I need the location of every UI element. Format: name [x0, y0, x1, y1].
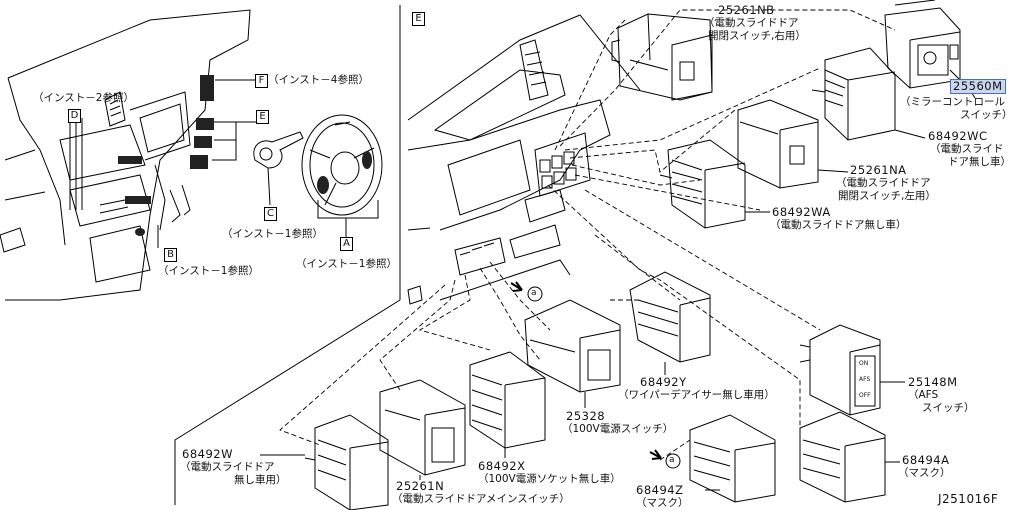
mask-68492WC [811, 47, 926, 141]
ref-text-A: （インスト－1参照） [296, 258, 397, 270]
part-25560M-number[interactable]: 25560M [950, 79, 1006, 94]
part-68492X-desc1: （100V電源ソケット無し車） [478, 473, 621, 485]
callout-a-circle-1 [527, 286, 543, 302]
switch-25261N [379, 379, 466, 480]
mask-68492WA [659, 139, 770, 229]
part-68492WC-desc2: ドア無し車） [948, 156, 1011, 168]
part-25148M-desc1: （AFS [908, 389, 939, 401]
part-68492W-desc2: 無し車用） [234, 474, 287, 486]
part-68492Y-number: 68492Y [640, 375, 687, 389]
part-68492WA-desc1: （電動スライドドア無し車） [770, 219, 907, 231]
part-68494A-desc1: （マスク） [898, 467, 951, 479]
callout-a-2: a [669, 455, 675, 465]
part-68492Y-desc1: （ワイパーデアイサー無し車用） [618, 389, 775, 401]
switch-25261NA [737, 99, 849, 189]
part-68492W-number: 68492W [182, 447, 233, 461]
callout-a-circle-2 [665, 453, 681, 469]
part-25261NB-desc2: 開閉スイッチ,右用） [708, 30, 806, 42]
mask-68494Z [689, 414, 776, 503]
ref-text-F: （インスト－4参照） [268, 74, 369, 86]
switch-25261NB [611, 13, 713, 101]
diagram-code: J251016F [938, 492, 999, 506]
part-25560M-desc2: スイッチ） [960, 109, 1013, 121]
column-switch [253, 131, 304, 206]
part-25261NA-desc1: （電動スライドドア [836, 177, 931, 189]
part-68494A-number: 68494A [902, 453, 950, 467]
ref-text-D: （インスト－2参照） [33, 92, 134, 104]
part-68494Z-number: 68494Z [636, 483, 684, 497]
part-25560M-desc1: （ミラーコントロール [900, 96, 1005, 108]
part-25261N-desc1: （電動スライドドアメインスイッチ） [392, 493, 570, 505]
mask-68492X [469, 351, 546, 458]
leader-lines [279, 9, 896, 461]
ref-key-C: C [264, 207, 277, 221]
afs-label-off: OFF [859, 392, 871, 399]
ref-text-C: （インスト－1参照） [222, 228, 323, 240]
part-25328-desc1: （100V電源スイッチ） [562, 423, 674, 435]
part-25261N-number: 25261N [396, 479, 445, 493]
callout-a-1: a [531, 288, 537, 298]
ref-key-F: F [255, 74, 268, 88]
ref-key-D: D [68, 109, 81, 123]
afs-label-afs: AFS [859, 376, 871, 383]
ref-key-B: B [164, 248, 177, 262]
part-68492WC-number: 68492WC [928, 129, 988, 143]
part-25148M-desc2: スイッチ） [922, 402, 975, 414]
part-25261NA-desc2: 開閉スイッチ,左用） [838, 190, 936, 202]
afs-label-on: ON [859, 360, 869, 367]
mask-68492Y [629, 271, 711, 375]
ref-key-E-left: E [256, 110, 269, 124]
part-25148M-number: 25148M [908, 375, 958, 389]
steering-wheel [301, 114, 383, 237]
switch-25148M [799, 324, 905, 416]
ref-key-A: A [340, 237, 353, 251]
switch-25560M [884, 0, 976, 99]
part-25261NA-number: 25261NA [850, 163, 907, 177]
dashboard-closeup [407, 14, 641, 305]
part-68492WC-desc1: （電動スライド [930, 143, 1004, 155]
part-25261NB-desc1: （電動スライドドア [704, 17, 799, 29]
part-25328-number: 25328 [566, 409, 606, 423]
dashboard-overview [0, 9, 251, 301]
part-68492WA-number: 68492WA [772, 205, 831, 219]
switch-25328 [524, 299, 621, 408]
part-68494Z-desc1: （マスク） [636, 497, 689, 509]
part-68492W-desc1: （電動スライドドア [180, 461, 275, 473]
part-25261NB-number: 25261NB [718, 3, 775, 17]
ref-text-B: （インスト－1参照） [158, 265, 259, 277]
section-key-E: E [412, 12, 425, 26]
mask-68492W [260, 414, 389, 510]
mask-68494A [799, 411, 900, 503]
part-68492X-number: 68492X [478, 459, 526, 473]
